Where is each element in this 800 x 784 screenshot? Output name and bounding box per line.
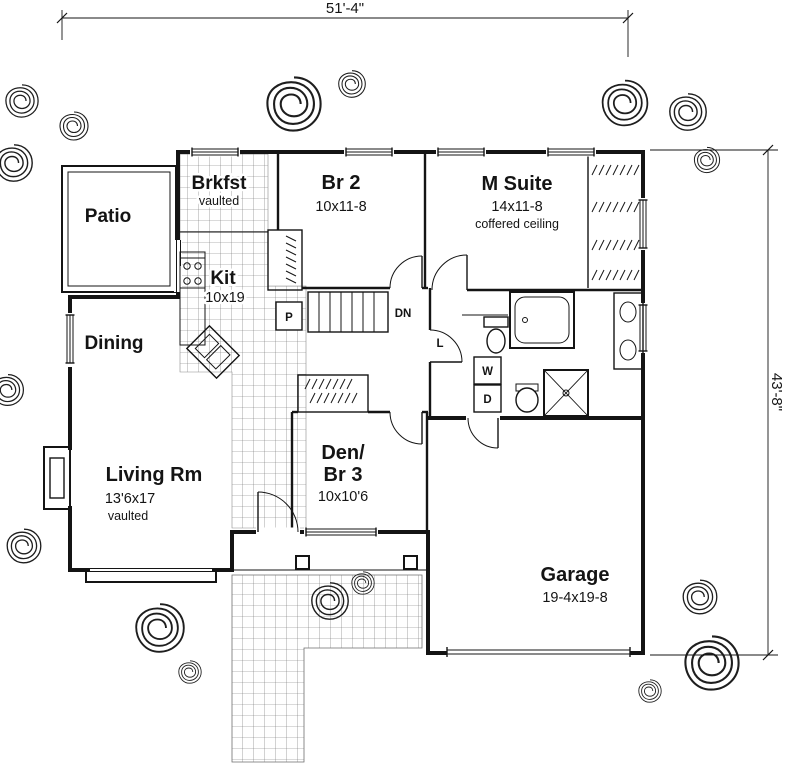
window-den — [304, 527, 378, 537]
msuite-dims: 14x11-8 — [491, 199, 542, 215]
window-msuite-east — [638, 198, 648, 250]
brkfst-label: Brkfst — [192, 173, 248, 194]
br2-label: Br 2 — [322, 172, 361, 194]
tree-icon — [178, 660, 202, 684]
window-msuite-2 — [546, 147, 596, 157]
living-label: Living Rm — [106, 464, 203, 486]
den-dims: 10x10'6 — [318, 489, 368, 505]
width-dimension-label: 51'-4" — [326, 0, 364, 17]
width-dimension — [56, 10, 634, 57]
bay-window-living — [85, 566, 217, 583]
tree-icon — [59, 111, 89, 141]
msuite-note: coffered ceiling — [475, 217, 559, 231]
pantry-tag: P — [285, 312, 293, 324]
fixtures — [43, 231, 644, 510]
living-note: vaulted — [108, 509, 148, 523]
den-label-2: Br 3 — [324, 464, 363, 486]
garage-entry-door — [466, 413, 500, 449]
tree-icon — [669, 93, 707, 131]
laundry-tag: L — [436, 338, 443, 350]
window-msuite-1 — [436, 147, 486, 157]
labels: Patio Brkfst vaulted Br 2 10x11-8 M Suit… — [84, 171, 610, 607]
bath-door — [429, 329, 463, 363]
range-icon — [179, 257, 206, 289]
kit-label: Kit — [210, 268, 236, 289]
tiled-floors — [179, 153, 423, 763]
height-dimension — [650, 144, 778, 661]
bathtub-icon — [509, 291, 575, 349]
porch-post-left — [295, 555, 310, 570]
garage-label: Garage — [541, 564, 610, 586]
tree-icon — [266, 76, 322, 132]
tree-icon — [682, 579, 718, 615]
den-label-1: Den/ — [321, 442, 365, 464]
island-sink-icon — [185, 324, 241, 380]
stairs-dn-tag: DN — [395, 308, 412, 320]
dimensions: 51'-4" 43'-8" — [56, 0, 785, 661]
stairs — [307, 291, 389, 333]
washer-box — [473, 356, 502, 385]
tree-icon — [638, 679, 662, 703]
vanity-sinks — [613, 292, 644, 370]
toilet-icon — [483, 316, 509, 354]
exterior-wall — [68, 150, 645, 655]
den-closet — [297, 374, 369, 413]
powder-sink-icon — [515, 383, 539, 413]
kitchen-fixtures — [179, 231, 303, 380]
tree-icon — [135, 603, 185, 653]
tree-icon — [338, 70, 366, 98]
dryer-tag: D — [483, 394, 491, 406]
patio-label: Patio — [85, 206, 131, 227]
garage-door — [446, 647, 631, 658]
window-brkfst — [190, 147, 240, 157]
washer-tag: W — [482, 366, 493, 378]
kitchen-counter — [179, 251, 206, 346]
br2-door — [389, 255, 423, 291]
shower-icon — [543, 369, 589, 417]
window-br2 — [344, 147, 394, 157]
porch-post-right — [403, 555, 418, 570]
msuite-label: M Suite — [481, 173, 552, 195]
dryer-box — [473, 384, 502, 413]
tree-icon — [684, 635, 740, 691]
tree-icon — [0, 144, 33, 182]
fireplace-icon — [43, 446, 74, 510]
front-door — [256, 491, 300, 537]
tree-icon — [601, 79, 649, 127]
sink-icon — [619, 339, 637, 361]
garage-dims: 19-4x19-8 — [542, 590, 607, 606]
msuite-door — [431, 254, 468, 293]
tree-icon — [5, 84, 39, 118]
walls — [61, 150, 645, 655]
walkway-tile — [231, 574, 423, 763]
sink-icon — [619, 301, 637, 323]
living-dims: 13'6x17 — [105, 491, 155, 507]
window-dining — [65, 313, 75, 367]
patio-outline — [61, 165, 177, 293]
br2-dims: 10x11-8 — [315, 199, 366, 215]
tree-icon — [0, 373, 25, 407]
pantry-box — [275, 301, 303, 331]
tree-icon — [6, 528, 42, 564]
height-dimension-label: 43'-8" — [768, 373, 785, 411]
br2-closet — [267, 229, 303, 291]
kit-dims: 10x19 — [205, 290, 245, 306]
bath-fixtures — [473, 291, 644, 417]
brkfst-note: vaulted — [199, 194, 239, 208]
den-door — [389, 409, 423, 445]
dining-label: Dining — [84, 333, 143, 354]
patio-inner — [67, 171, 171, 287]
tree-icon — [693, 146, 721, 174]
patio-door — [174, 240, 182, 292]
